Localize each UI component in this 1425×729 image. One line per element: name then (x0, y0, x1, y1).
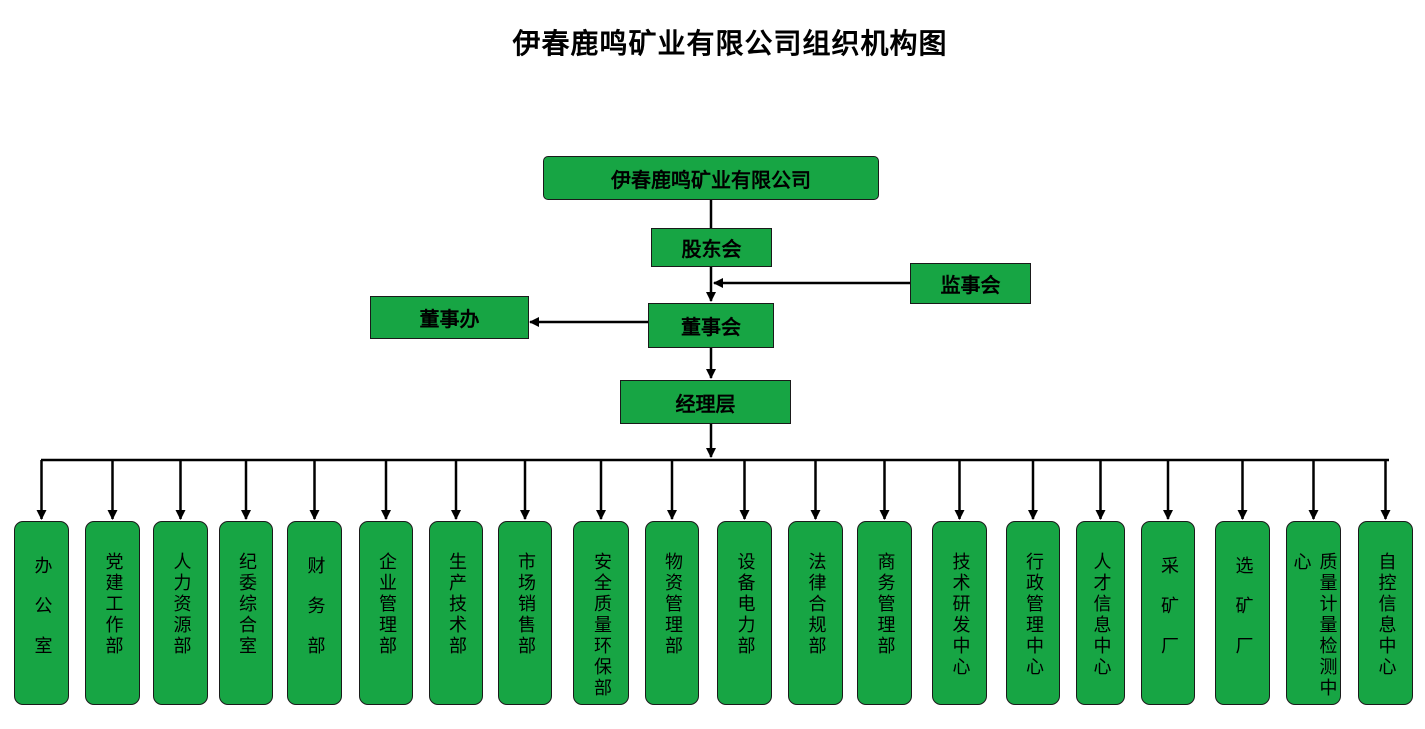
department-box: 财务部 (287, 521, 342, 705)
department-box: 市场销售部 (498, 521, 552, 705)
department-box: 安全质量环保部 (573, 521, 629, 705)
department-box: 自控信息中心 (1358, 521, 1413, 705)
board-node: 董事会 (648, 303, 774, 348)
department-box: 生产技术部 (429, 521, 483, 705)
department-box: 企业管理部 (359, 521, 413, 705)
department-label: 党建工作部 (102, 552, 124, 657)
department-label: 法律合规部 (805, 552, 827, 657)
department-box: 纪委综合室 (219, 521, 273, 705)
department-box: 设备电力部 (717, 521, 772, 705)
department-label: 办公室 (31, 556, 53, 676)
department-label: 技术研发中心 (949, 552, 971, 678)
department-box: 党建工作部 (85, 521, 140, 705)
department-box: 采矿厂 (1141, 521, 1195, 705)
department-box: 办公室 (14, 521, 69, 705)
department-box: 质量计量检测中心 (1286, 521, 1341, 705)
department-label: 行政管理中心 (1023, 552, 1044, 678)
department-label: 采矿厂 (1158, 556, 1179, 676)
department-label: 人才信息中心 (1090, 552, 1112, 678)
department-box: 人才信息中心 (1076, 521, 1125, 705)
chart-title: 伊春鹿鸣矿业有限公司组织机构图 (512, 27, 948, 60)
department-box: 选矿厂 (1215, 521, 1270, 705)
department-label: 自控信息中心 (1375, 552, 1397, 678)
department-label: 财务部 (304, 556, 326, 676)
department-box: 行政管理中心 (1006, 521, 1060, 705)
department-label: 人力资源部 (170, 552, 192, 657)
department-box: 商务管理部 (857, 521, 912, 705)
department-label: 生产技术部 (446, 552, 467, 657)
board-office-node: 董事办 (370, 296, 529, 339)
department-label: 选矿厂 (1232, 556, 1254, 676)
department-label: 物资管理部 (662, 552, 683, 657)
department-label: 设备电力部 (734, 552, 756, 657)
department-box: 物资管理部 (645, 521, 699, 705)
department-label: 质量计量检测中心 (1290, 552, 1338, 699)
department-label: 企业管理部 (376, 552, 397, 657)
department-label: 纪委综合室 (236, 552, 257, 657)
supervisors-node: 监事会 (910, 263, 1031, 304)
department-box: 人力资源部 (153, 521, 208, 705)
management-node: 经理层 (620, 380, 791, 424)
department-label: 市场销售部 (515, 552, 536, 657)
shareholders-node: 股东会 (651, 228, 772, 267)
department-box: 技术研发中心 (932, 521, 987, 705)
department-box: 法律合规部 (788, 521, 843, 705)
company-node: 伊春鹿鸣矿业有限公司 (543, 156, 879, 200)
department-label: 商务管理部 (874, 552, 896, 657)
department-label: 安全质量环保部 (591, 552, 612, 699)
